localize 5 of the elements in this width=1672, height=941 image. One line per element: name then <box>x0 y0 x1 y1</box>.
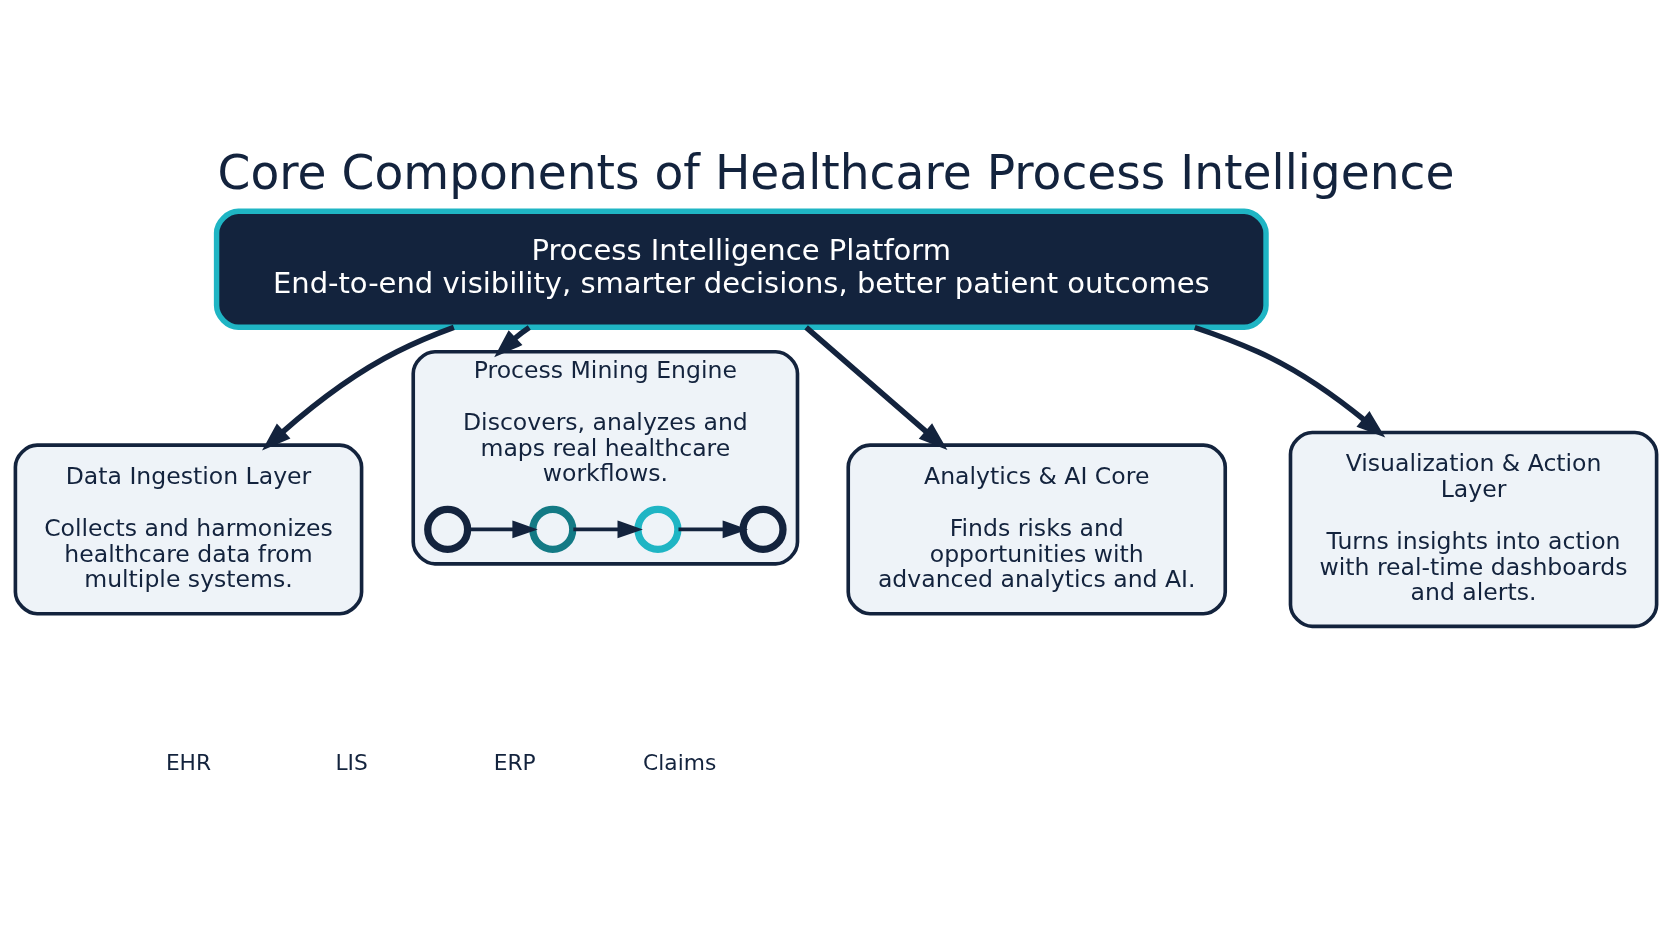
label: Claims <box>643 749 717 775</box>
diagram-title: Core Components of Healthcare Process Intelligence <box>217 145 1455 201</box>
label: ERP <box>493 749 536 775</box>
label: EHR <box>165 749 212 775</box>
label: LIS <box>335 749 368 775</box>
